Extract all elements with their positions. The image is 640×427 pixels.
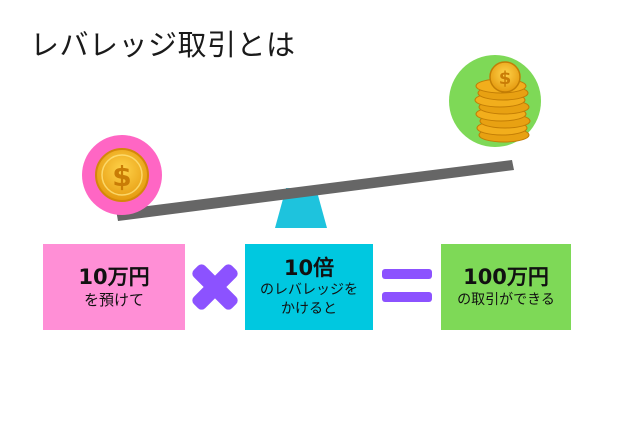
coin-stack-icon: $ (449, 55, 541, 147)
leverage-caption-line1: のレバレッジを (260, 282, 358, 299)
deposit-caption: を預けて (83, 291, 144, 309)
svg-text:$: $ (112, 160, 131, 193)
leverage-caption-line2: かけると (281, 301, 337, 318)
leverage-box-bg (245, 244, 373, 330)
deposit-amount: 10万円 (78, 264, 150, 289)
result-box-bg (441, 244, 571, 330)
seesaw-beam (116, 160, 514, 221)
leverage-ratio: 10倍 (283, 255, 335, 280)
deposit-box-bg (43, 244, 185, 330)
result-caption: の取引ができる (457, 291, 555, 308)
svg-text:$: $ (499, 68, 512, 89)
equals-icon (382, 269, 432, 302)
deposit-box: 10万円 を預けて (43, 244, 185, 330)
page-title: レバレッジ取引とは (30, 28, 296, 62)
leverage-box: 10倍 のレバレッジを かけると (245, 244, 373, 330)
multiply-icon (192, 264, 238, 310)
result-box: 100万円 の取引ができる (441, 244, 571, 330)
result-amount: 100万円 (463, 265, 549, 290)
dollar-coin-icon: $ (82, 135, 162, 215)
